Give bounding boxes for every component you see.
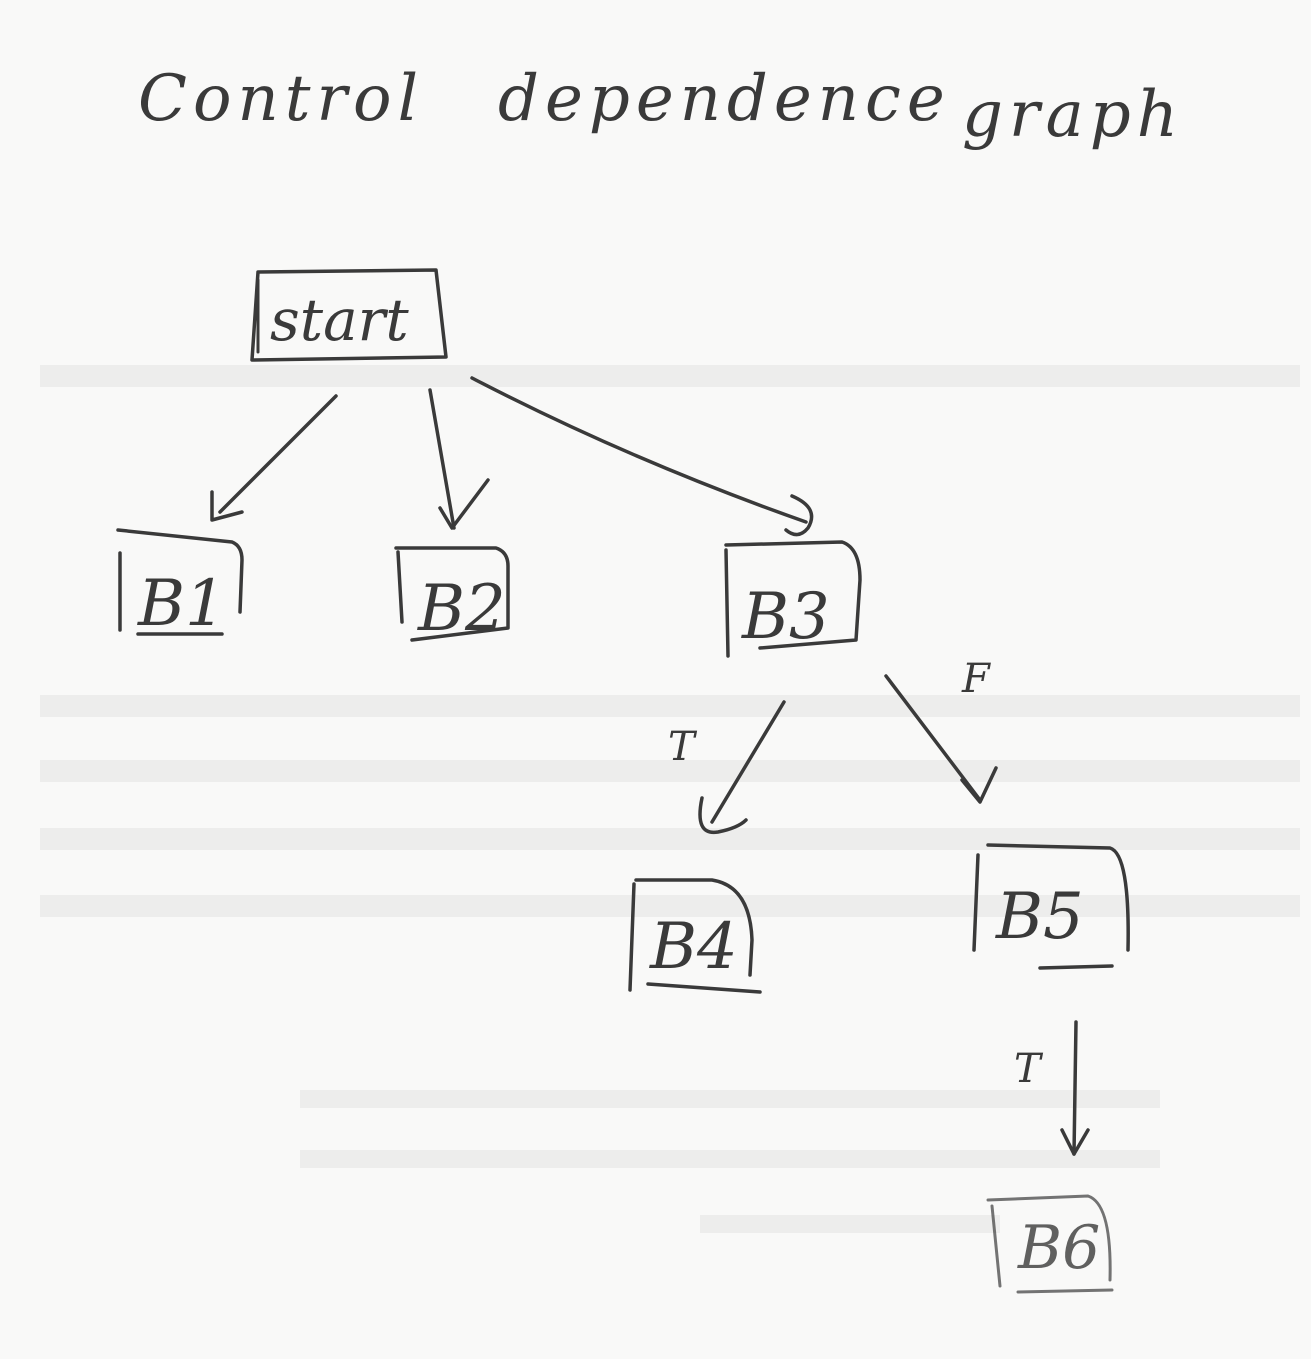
node-b2-label: B2 — [417, 572, 506, 646]
arrowhead-icon — [698, 796, 748, 835]
title-dependence: dependence — [498, 62, 951, 136]
node-b4: B4 — [628, 878, 762, 994]
node-b2: B2 — [394, 546, 510, 646]
node-start: start — [250, 268, 448, 362]
node-b3: B3 — [724, 540, 862, 658]
node-b1: B1 — [116, 528, 244, 641]
node-b3-label: B3 — [741, 580, 830, 654]
edge-label-t-b5-b6: T — [1014, 1046, 1044, 1092]
title-control: Control — [138, 62, 425, 136]
arrowhead-icon — [438, 478, 490, 530]
node-b4-label: B4 — [649, 910, 738, 984]
edge-label-t-b3-b4: T — [668, 724, 698, 770]
edge-b3-b4: T — [668, 700, 786, 835]
node-b5-label: B5 — [995, 880, 1084, 954]
arrowhead-icon — [210, 490, 244, 522]
edge-start-b2 — [428, 388, 490, 530]
edge-start-b3 — [470, 376, 814, 537]
node-b1-label: B1 — [137, 567, 226, 641]
node-b6: B6 — [986, 1194, 1114, 1294]
edge-b5-b6: T — [1014, 1020, 1090, 1156]
edge-b3-b5: F — [884, 656, 998, 804]
node-b6-label: B6 — [1017, 1213, 1100, 1283]
node-start-label: start — [270, 286, 409, 354]
title-graph: graph — [962, 78, 1184, 152]
edge-label-f-b3-b5: F — [961, 656, 991, 702]
arrowhead-icon — [784, 494, 814, 537]
arrowhead-icon — [960, 766, 998, 804]
edge-start-b1 — [210, 394, 338, 522]
arrowhead-icon — [1060, 1128, 1090, 1156]
node-b5: B5 — [972, 843, 1130, 970]
